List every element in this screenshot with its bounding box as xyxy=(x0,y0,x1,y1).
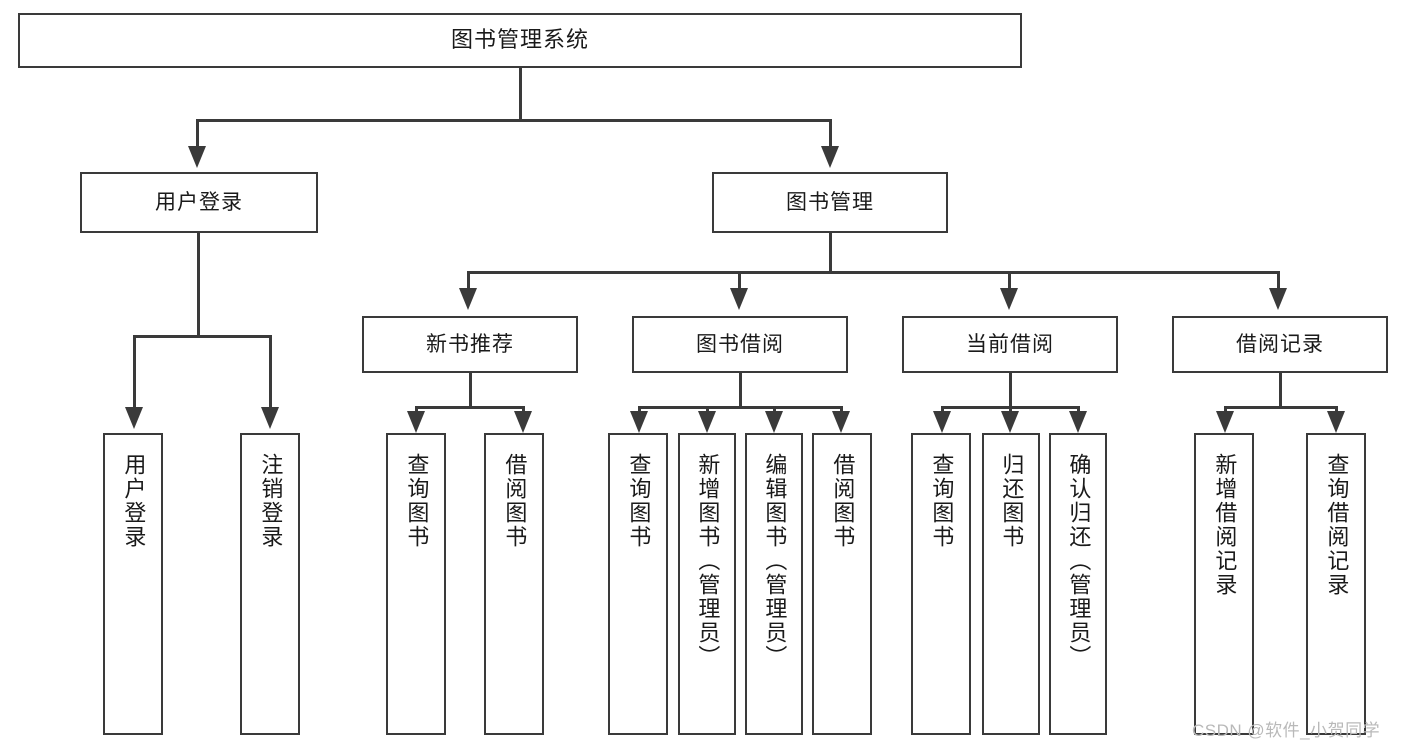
leaf-borrow-borrow-book[interactable]: 借阅图书 xyxy=(812,433,872,735)
connector-root-to-book-mgmt xyxy=(829,119,832,147)
connector-book-borrow-drop-4 xyxy=(840,406,843,412)
node-label: 查询借阅记录 xyxy=(1324,453,1350,597)
arrow-book-mgmt-to-current-borrow xyxy=(1000,288,1018,310)
arrow-root-to-user-login xyxy=(188,146,206,168)
connector-root-bus xyxy=(196,119,832,122)
node-root-system[interactable]: 图书管理系统 xyxy=(18,13,1022,68)
connector-book-mgmt-bus xyxy=(467,271,1277,274)
arrow-book-borrow-leaf-3 xyxy=(765,411,783,433)
connector-current-borrow-drop-2 xyxy=(1009,406,1012,412)
node-user-login[interactable]: 用户登录 xyxy=(80,172,318,233)
node-label: 确认归还（管理员） xyxy=(1066,453,1092,669)
connector-user-login-stem xyxy=(197,233,200,336)
node-label: 借阅图书 xyxy=(502,453,528,549)
connector-user-login-bus xyxy=(133,335,272,338)
arrow-new-book-leaf-2 xyxy=(514,411,532,433)
arrow-current-borrow-leaf-1 xyxy=(933,411,951,433)
arrow-current-borrow-leaf-2 xyxy=(1001,411,1019,433)
connector-new-book-drop-1 xyxy=(415,406,418,412)
leaf-borrow-query-book[interactable]: 查询图书 xyxy=(608,433,668,735)
connector-book-mgmt-stem xyxy=(829,233,832,272)
node-current-borrow[interactable]: 当前借阅 xyxy=(902,316,1118,373)
arrow-user-login-leaf-2 xyxy=(261,407,279,429)
leaf-logout[interactable]: 注销登录 xyxy=(240,433,300,735)
connector-current-borrow-drop-1 xyxy=(941,406,944,412)
node-label: 新增图书（管理员） xyxy=(695,453,721,669)
connector-user-login-drop-1 xyxy=(133,335,136,408)
connector-root-stem xyxy=(519,68,522,120)
node-label: 借阅图书 xyxy=(830,453,856,549)
node-label: 编辑图书（管理员） xyxy=(762,453,788,669)
connector-borrow-record-bus xyxy=(1224,406,1338,409)
arrow-user-login-leaf-1 xyxy=(125,407,143,429)
arrow-new-book-leaf-1 xyxy=(407,411,425,433)
leaf-borrow-add-book-admin[interactable]: 新增图书（管理员） xyxy=(678,433,736,735)
connector-book-borrow-drop-3 xyxy=(773,406,776,412)
node-borrow-record[interactable]: 借阅记录 xyxy=(1172,316,1388,373)
connector-book-mgmt-drop-2 xyxy=(738,271,741,289)
leaf-user-login[interactable]: 用户登录 xyxy=(103,433,163,735)
node-label: 图书管理 xyxy=(786,190,874,214)
connector-current-borrow-drop-3 xyxy=(1077,406,1080,412)
arrow-current-borrow-leaf-3 xyxy=(1069,411,1087,433)
node-book-management[interactable]: 图书管理 xyxy=(712,172,948,233)
leaf-new-book-borrow[interactable]: 借阅图书 xyxy=(484,433,544,735)
node-label: 注销登录 xyxy=(258,453,284,549)
node-label: 查询图书 xyxy=(404,453,430,549)
node-label: 当前借阅 xyxy=(966,332,1054,356)
connector-user-login-drop-2 xyxy=(269,335,272,408)
arrow-root-to-book-mgmt xyxy=(821,146,839,168)
connector-book-borrow-stem xyxy=(739,373,742,407)
connector-book-borrow-drop-1 xyxy=(638,406,641,412)
arrow-borrow-record-leaf-1 xyxy=(1216,411,1234,433)
node-book-borrow[interactable]: 图书借阅 xyxy=(632,316,848,373)
arrow-borrow-record-leaf-2 xyxy=(1327,411,1345,433)
node-label: 归还图书 xyxy=(999,453,1025,549)
connector-borrow-record-drop-1 xyxy=(1224,406,1227,412)
connector-new-book-drop-2 xyxy=(522,406,525,412)
leaf-current-return-book[interactable]: 归还图书 xyxy=(982,433,1040,735)
arrow-book-borrow-leaf-1 xyxy=(630,411,648,433)
connector-book-borrow-drop-2 xyxy=(706,406,709,412)
node-label: 借阅记录 xyxy=(1236,332,1324,356)
arrow-book-borrow-leaf-4 xyxy=(832,411,850,433)
connector-root-to-user-login xyxy=(196,119,199,147)
connector-book-mgmt-drop-1 xyxy=(467,271,470,289)
connector-current-borrow-stem xyxy=(1009,373,1012,407)
leaf-borrow-edit-book-admin[interactable]: 编辑图书（管理员） xyxy=(745,433,803,735)
leaf-record-query[interactable]: 查询借阅记录 xyxy=(1306,433,1366,735)
connector-book-mgmt-drop-4 xyxy=(1277,271,1280,289)
arrow-book-borrow-leaf-2 xyxy=(698,411,716,433)
node-new-book-recommend[interactable]: 新书推荐 xyxy=(362,316,578,373)
node-label: 查询图书 xyxy=(929,453,955,549)
node-label: 图书借阅 xyxy=(696,332,784,356)
leaf-current-query-book[interactable]: 查询图书 xyxy=(911,433,971,735)
connector-borrow-record-stem xyxy=(1279,373,1282,407)
arrow-book-mgmt-to-new-book xyxy=(459,288,477,310)
connector-book-borrow-bus xyxy=(638,406,843,409)
node-label: 用户登录 xyxy=(155,190,243,214)
arrow-book-mgmt-to-book-borrow xyxy=(730,288,748,310)
node-label: 新增借阅记录 xyxy=(1212,453,1238,597)
connector-new-book-stem xyxy=(469,373,472,407)
arrow-book-mgmt-to-borrow-record xyxy=(1269,288,1287,310)
leaf-new-book-query[interactable]: 查询图书 xyxy=(386,433,446,735)
connector-book-mgmt-drop-3 xyxy=(1008,271,1011,289)
leaf-record-add[interactable]: 新增借阅记录 xyxy=(1194,433,1254,735)
node-label: 图书管理系统 xyxy=(450,27,589,53)
node-label: 用户登录 xyxy=(121,453,147,549)
node-label: 查询图书 xyxy=(626,453,652,549)
node-label: 新书推荐 xyxy=(426,332,514,356)
leaf-current-confirm-return-admin[interactable]: 确认归还（管理员） xyxy=(1049,433,1107,735)
connector-new-book-bus xyxy=(415,406,525,409)
connector-borrow-record-drop-2 xyxy=(1335,406,1338,412)
